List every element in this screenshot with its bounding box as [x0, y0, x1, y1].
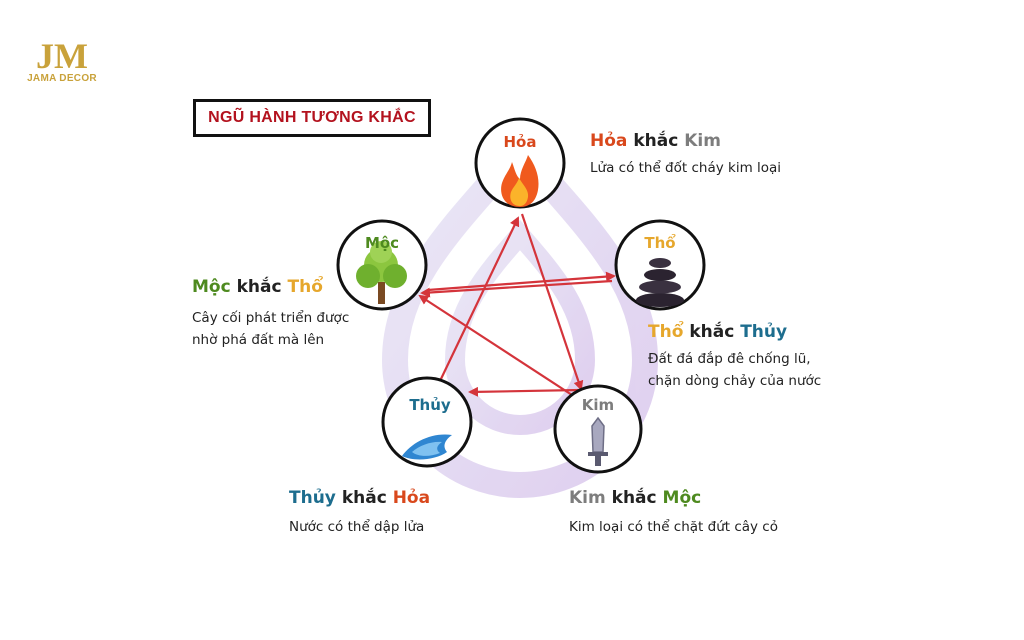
- element-hoa: [474, 117, 566, 209]
- arrow-hoa-kim: [520, 213, 584, 391]
- rule-heading: Thổ khắc Thủy: [648, 322, 821, 342]
- jama-decor-logo: JM: [36, 36, 88, 76]
- rule-desc-line: chặn dòng chảy của nước: [648, 373, 822, 389]
- fire-icon: [501, 155, 539, 207]
- rule-desc-line: Cây cối phát triển được: [192, 310, 350, 326]
- element-label-tho: Thổ: [644, 234, 676, 252]
- arrow-tho-thuy: [420, 279, 613, 298]
- rule-description: Nước có thể dập lửa: [289, 516, 430, 538]
- rule-description: Kim loại có thể chặt đứt cây cỏ: [569, 516, 778, 538]
- water-icon: [402, 434, 452, 460]
- rule-desc-line: Lửa có thể đốt cháy kim loại: [590, 160, 782, 176]
- arrows-group: [418, 213, 616, 397]
- rule-desc-line: Đất đá đắp đê chống lũ,: [648, 351, 811, 367]
- element-label-moc: Mộc: [364, 234, 400, 252]
- rule-subject: Thủy: [289, 488, 336, 508]
- arrow-moc-tho: [427, 271, 616, 292]
- rule-verb: khắc: [341, 488, 387, 508]
- element-label-hoa: Hỏa: [503, 133, 537, 151]
- element-tho: [614, 219, 706, 311]
- tree-icon: [356, 241, 407, 304]
- arrow-thuy-hoa: [439, 216, 520, 382]
- rule-subject: Kim: [569, 488, 606, 508]
- rule-heading: Thủy khắc Hỏa: [289, 488, 430, 508]
- rule-verb: khắc: [689, 322, 735, 342]
- rule-desc-line: Nước có thể dập lửa: [289, 519, 425, 535]
- logo-text: JAMA DECOR: [27, 73, 97, 84]
- rule-subject: Hỏa: [590, 131, 628, 151]
- rule-moc: Mộc khắc Thổ Cây cối phát triển được nhờ…: [192, 277, 349, 351]
- arrow-kim-thuy: [468, 386, 581, 397]
- rule-object: Thủy: [740, 322, 788, 342]
- page-title: NGŨ HÀNH TƯƠNG KHẮC: [208, 109, 416, 126]
- rule-tho: Thổ khắc Thủy Đất đá đắp đê chống lũ, ch…: [648, 322, 821, 392]
- rule-description: Lửa có thể đốt cháy kim loại: [590, 157, 781, 179]
- rule-subject: Thổ: [648, 322, 684, 342]
- rule-desc-line: Kim loại có thể chặt đứt cây cỏ: [569, 519, 778, 535]
- rule-object: Mộc: [662, 488, 702, 508]
- rule-kim: Kim khắc Mộc Kim loại có thể chặt đứt câ…: [569, 488, 778, 538]
- rule-heading: Hỏa khắc Kim: [590, 131, 781, 151]
- element-moc: [336, 219, 428, 311]
- rule-description: Cây cối phát triển được nhờ phá đất mà l…: [192, 307, 349, 351]
- rule-description: Đất đá đắp đê chống lũ, chặn dòng chảy c…: [648, 348, 821, 392]
- rule-thuy: Thủy khắc Hỏa Nước có thể dập lửa: [289, 488, 430, 538]
- rule-heading: Mộc khắc Thổ: [192, 277, 349, 297]
- title-box: NGŨ HÀNH TƯƠNG KHẮC: [193, 99, 431, 137]
- rule-object: Kim: [684, 131, 721, 151]
- arrow-kim-moc: [418, 294, 573, 396]
- element-thuy: [381, 376, 473, 468]
- rule-verb: khắc: [633, 131, 679, 151]
- sword-icon: [588, 416, 608, 466]
- rule-object: Thổ: [287, 277, 323, 297]
- rule-object: Hỏa: [392, 488, 431, 508]
- rule-heading: Kim khắc Mộc: [569, 488, 778, 508]
- rule-subject: Mộc: [192, 277, 231, 297]
- element-label-thuy: Thủy: [409, 396, 451, 414]
- element-label-kim: Kim: [581, 396, 615, 414]
- logo-monogram: JM: [36, 36, 88, 76]
- stones-icon: [636, 258, 684, 307]
- rule-desc-line: nhờ phá đất mà lên: [192, 332, 325, 348]
- rule-verb: khắc: [236, 277, 282, 297]
- rule-verb: khắc: [611, 488, 657, 508]
- element-kim: [553, 384, 643, 474]
- rule-hoa: Hỏa khắc Kim Lửa có thể đốt cháy kim loạ…: [590, 131, 781, 179]
